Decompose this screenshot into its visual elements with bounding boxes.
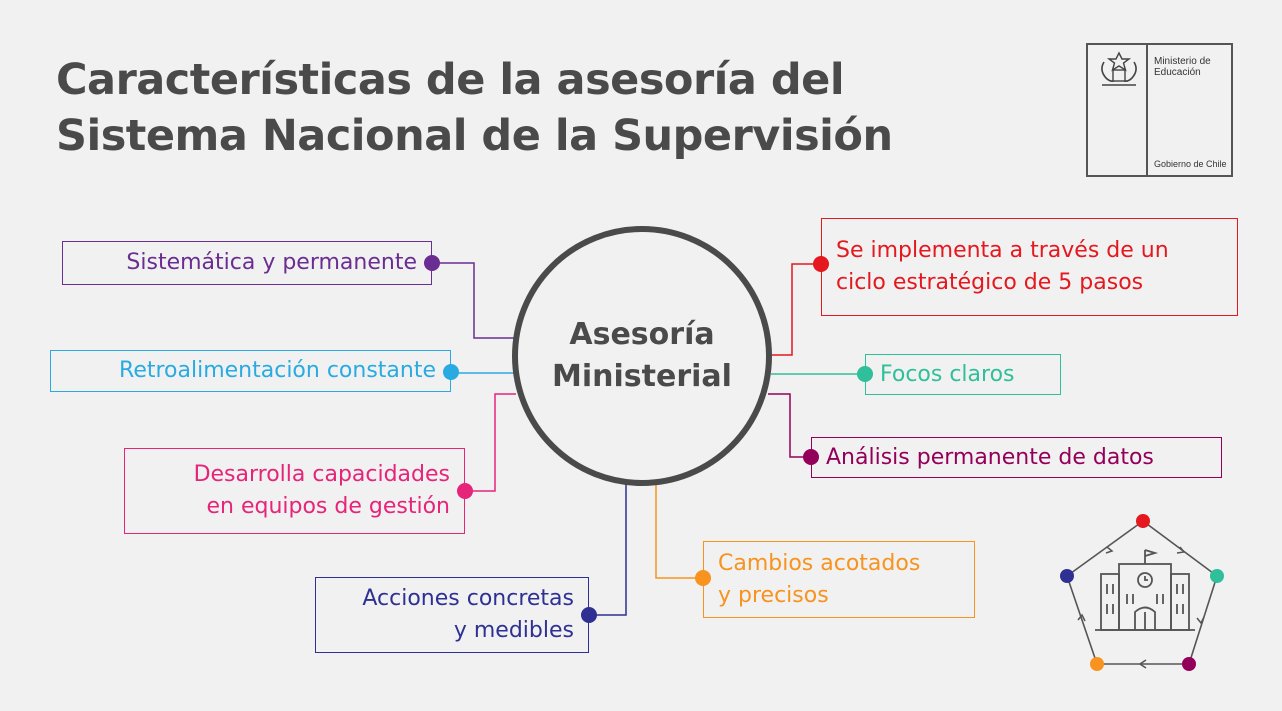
- characteristic-label-line-2: y precisos: [718, 582, 829, 608]
- characteristic-focus: Focos claros: [865, 354, 1061, 395]
- cycle-node-dot: [1090, 657, 1104, 671]
- school-cycle-icon: [1066, 520, 1218, 669]
- logo-divider: [1146, 45, 1148, 175]
- characteristic-label: Análisis permanente de datos: [826, 444, 1154, 470]
- government-label: Gobierno de Chile: [1154, 159, 1227, 169]
- title-line-1: Características de la asesoría del: [56, 55, 845, 105]
- center-line-2: Ministerial: [552, 359, 732, 394]
- connector-dot: [695, 570, 711, 586]
- ministry-line-2: Educación: [1154, 67, 1201, 78]
- characteristic-label: Focos claros: [880, 361, 1015, 387]
- characteristic-actions: Acciones concretas y medibles: [315, 577, 589, 653]
- ministry-name: Ministerio de Educación: [1154, 56, 1232, 78]
- characteristic-label-line-1: Acciones concretas: [362, 586, 574, 611]
- characteristic-label: Sistemática y permanente: [126, 250, 417, 275]
- connector-dot: [581, 607, 597, 623]
- cycle-node-dot: [1210, 569, 1224, 583]
- connector-dot: [813, 256, 829, 272]
- characteristic-strategic-cycle: Se implementa a través de un ciclo estra…: [821, 218, 1238, 316]
- characteristic-label-line-2: y medibles: [453, 618, 574, 643]
- cycle-node-dot: [1136, 514, 1150, 528]
- connector-dot: [443, 364, 459, 380]
- center-line-1: Asesoría: [569, 317, 715, 352]
- characteristic-label-line-2: en equipos de gestión: [206, 494, 450, 519]
- cycle-node-dot: [1060, 569, 1074, 583]
- ministry-line-1: Ministerio de: [1154, 56, 1211, 67]
- connector-dot: [803, 449, 819, 465]
- characteristic-label-line-1: Cambios acotados: [718, 550, 921, 576]
- cycle-node-dot: [1182, 657, 1196, 671]
- connector-dot: [424, 255, 440, 271]
- characteristic-label-line-2: ciclo estratégico de 5 pasos: [836, 270, 1144, 295]
- characteristic-systematic: Sistemática y permanente: [62, 241, 432, 285]
- characteristic-label-line-1: Se implementa a través de un: [836, 238, 1169, 263]
- chile-coat-of-arms-icon: [1101, 51, 1137, 86]
- connector-dot: [457, 483, 473, 499]
- connector-dot: [857, 366, 873, 382]
- characteristic-label: Retroalimentación constante: [119, 358, 436, 383]
- title-line-2: Sistema Nacional de la Supervisión: [56, 111, 893, 161]
- page-title: Características de la asesoría del Siste…: [56, 52, 893, 164]
- characteristic-changes: Cambios acotados y precisos: [703, 541, 975, 618]
- characteristic-label-line-1: Desarrolla capacidades: [193, 462, 450, 487]
- characteristic-capacities: Desarrolla capacidades en equipos de ges…: [124, 448, 465, 534]
- characteristic-feedback: Retroalimentación constante: [50, 350, 451, 392]
- ministry-logo: Ministerio de Educación Gobierno de Chil…: [1086, 43, 1233, 177]
- center-node: Asesoría Ministerial: [512, 226, 772, 486]
- characteristic-data-analysis: Análisis permanente de datos: [811, 437, 1222, 478]
